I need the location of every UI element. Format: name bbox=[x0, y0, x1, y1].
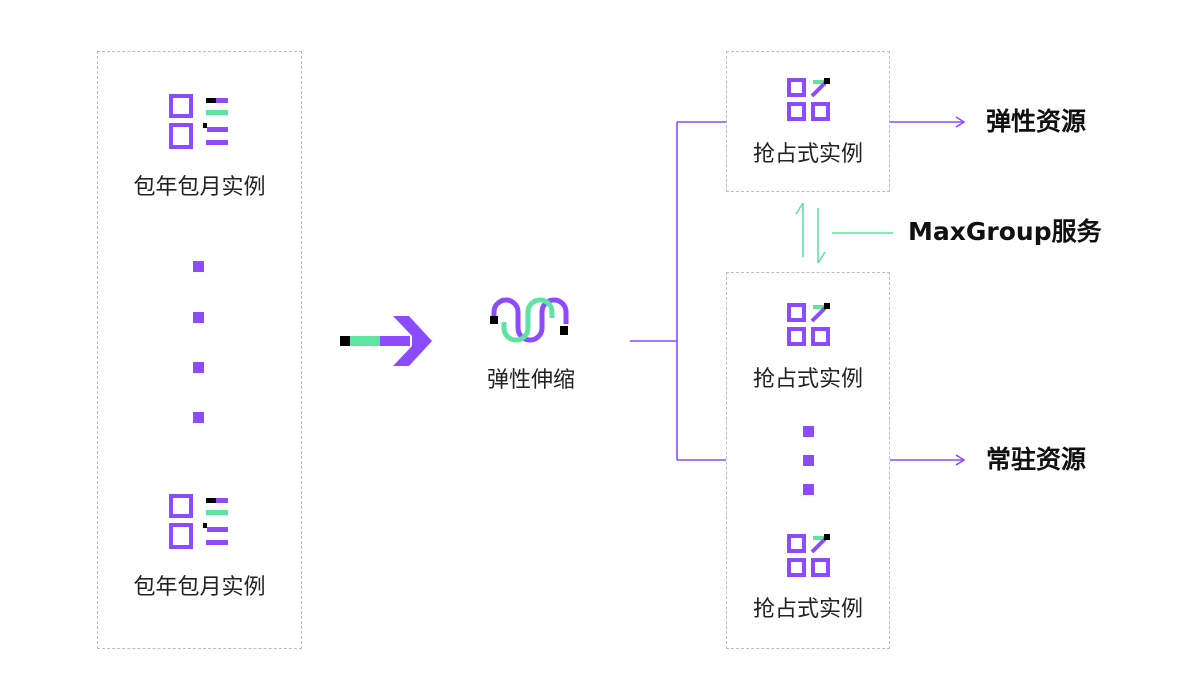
ellipsis-dot bbox=[803, 484, 814, 495]
branch-connector bbox=[630, 121, 726, 461]
ellipsis-dot bbox=[803, 455, 814, 466]
output-arrow-elastic bbox=[890, 116, 966, 128]
subscription-instance-group bbox=[97, 51, 302, 649]
ellipsis-dot bbox=[193, 412, 204, 423]
spot-instance-group-elastic bbox=[726, 51, 890, 192]
spot-instance-group-resident bbox=[726, 272, 890, 649]
ellipsis-dot bbox=[193, 261, 204, 272]
resident-resource-label: 常驻资源 bbox=[986, 445, 1087, 474]
subscription-instance-label-top: 包年包月实例 bbox=[133, 175, 266, 200]
exchange-arrows bbox=[795, 202, 893, 264]
subscription-instance-icon bbox=[169, 494, 228, 549]
output-arrow-resident bbox=[890, 454, 966, 466]
flow-arrow-main bbox=[340, 316, 432, 366]
spot-instance-label-top: 抢占式实例 bbox=[752, 367, 863, 392]
ellipsis-dot bbox=[193, 312, 204, 323]
ellipsis-dot bbox=[803, 426, 814, 437]
elastic-scaling-label: 弹性伸缩 bbox=[486, 368, 575, 393]
elastic-resource-label: 弹性资源 bbox=[986, 107, 1087, 136]
subscription-instance-label-bottom: 包年包月实例 bbox=[133, 575, 266, 600]
spot-instance-label: 抢占式实例 bbox=[752, 142, 863, 167]
spot-instance-icon bbox=[787, 534, 830, 577]
ellipsis-dot bbox=[193, 362, 204, 373]
elastic-scaling-wave-icon bbox=[490, 297, 569, 343]
maxgroup-service-label: MaxGroup服务 bbox=[908, 217, 1102, 246]
subscription-instance-icon bbox=[169, 94, 228, 149]
spot-instance-icon bbox=[787, 78, 830, 121]
spot-instance-icon bbox=[787, 303, 830, 346]
spot-instance-label-bottom: 抢占式实例 bbox=[752, 597, 863, 622]
